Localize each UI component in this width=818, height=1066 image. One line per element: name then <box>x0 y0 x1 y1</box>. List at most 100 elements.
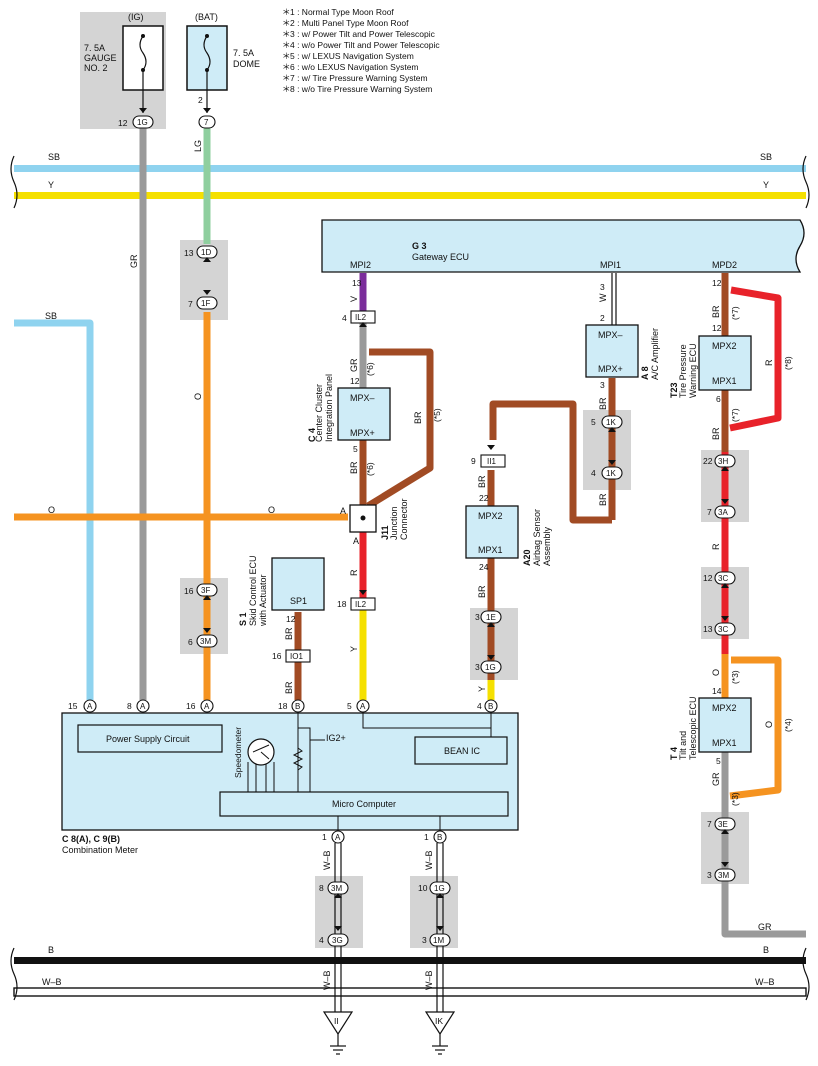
note-6: 6 : w/o LEXUS Navigation System <box>290 62 419 72</box>
pin-number: 15 <box>68 701 78 711</box>
component-code: A20 <box>522 549 532 566</box>
wire-label: Y <box>477 686 487 692</box>
meter-code: C 8(A), C 9(B) <box>62 834 120 844</box>
gateway-code: G 3 <box>412 241 427 251</box>
pin-number: 6 <box>716 394 721 404</box>
pin-label: A <box>353 536 359 546</box>
fuse-dome: (BAT) 7. 5A DOME 2 <box>186 12 260 113</box>
note-mark: ＊ <box>282 40 291 50</box>
wire-label: GR <box>711 772 721 786</box>
connector-label: 3H <box>718 457 728 466</box>
wire-gr-tilt <box>721 752 806 938</box>
wire-label: GR <box>349 358 359 372</box>
connector-label: 3A <box>718 508 728 517</box>
note-5: 5 : w/ LEXUS Navigation System <box>290 51 414 61</box>
wire-label: W <box>598 293 608 302</box>
note-mark: ＊ <box>282 73 291 83</box>
wire-label: R <box>764 359 774 366</box>
ground-left: II <box>322 1011 354 1055</box>
connector-label: B <box>437 833 442 842</box>
connector-label: 1E <box>486 613 496 622</box>
condition-label: (*3) <box>730 792 740 806</box>
connectors: 1G 12 7 1D 13 1F 7 3F 16 3M 6 IL2 4 IL2 … <box>118 115 736 947</box>
b-bus <box>14 957 806 964</box>
pin-label: MPX+ <box>350 428 375 438</box>
pin-number: 5 <box>353 444 358 454</box>
pin-label: A <box>340 506 346 516</box>
note-mark: ＊ <box>282 18 291 28</box>
pin-number: 5 <box>716 756 721 766</box>
bus-label-y-left: Y <box>48 180 54 190</box>
connector-label: A <box>360 702 366 711</box>
bus-label-b-right: B <box>763 945 769 955</box>
bean-ic-label: BEAN IC <box>444 746 481 756</box>
connector-label: 3G <box>332 936 343 945</box>
ground-icon <box>424 1011 456 1036</box>
pin-number: 18 <box>337 599 347 609</box>
bus-label-b-left: B <box>48 945 54 955</box>
wire-label: BR <box>349 461 359 474</box>
pin-number: 12 <box>350 376 360 386</box>
wire-label: GR <box>129 254 139 268</box>
connector-label: 3M <box>718 871 729 880</box>
wire-label: O <box>711 669 721 676</box>
connector-label: 3F <box>201 586 210 595</box>
condition-label: (*6) <box>365 362 375 376</box>
fuse-dome-name: DOME <box>233 59 260 69</box>
pin-label: MPX1 <box>478 545 503 555</box>
junction-connector: A A <box>340 504 377 546</box>
component-name: Junction <box>389 506 399 540</box>
wire-label: O <box>193 393 203 400</box>
note-mark: ＊ <box>282 62 291 72</box>
wire-br-loop <box>489 400 612 524</box>
rotated-labels: GR LG O V GR (*6) BR (*5) BR (*6) R Y W … <box>129 140 793 990</box>
ground-label: II <box>334 1016 339 1026</box>
pin-number: 12 <box>286 614 296 624</box>
pin-label: MPX2 <box>712 703 737 713</box>
connector-label: IL2 <box>355 313 367 322</box>
speedometer-label: Speedometer <box>233 727 243 778</box>
pin-number: 22 <box>703 456 713 466</box>
wire-label: W–B <box>424 970 434 990</box>
fuse-icon <box>203 35 211 71</box>
y-bus <box>14 192 806 199</box>
note-mark: ＊ <box>282 7 291 17</box>
component-code: C 4 <box>307 428 317 442</box>
component-name: Telescopic ECU <box>688 696 698 760</box>
connector-label: IO1 <box>290 652 303 661</box>
notes-legend: ＊ 1 : Normal Type Moon Roof ＊ 2 : Multi … <box>282 7 440 94</box>
connector-label: 3C <box>718 574 728 583</box>
connector-label: B <box>488 702 493 711</box>
gateway-pin-mpi1: MPI1 <box>600 260 621 270</box>
pin-number: 3 <box>475 662 480 672</box>
component-code: A 8 <box>640 366 650 380</box>
pin-number: 14 <box>712 686 722 696</box>
skid-control-ecu: SP1 <box>271 557 325 611</box>
note-2: 2 : Multi Panel Type Moon Roof <box>290 18 409 28</box>
connector-label: 1G <box>137 118 148 127</box>
note-mark: ＊ <box>282 29 291 39</box>
pin-number: 7 <box>707 819 712 829</box>
pin-label: SP1 <box>290 596 307 606</box>
gateway-pin-mpi2: MPI2 <box>350 260 371 270</box>
wire-label: V <box>349 296 359 302</box>
pin-number: 7 <box>188 299 193 309</box>
connector-label: A <box>204 702 210 711</box>
connector-label: 1G <box>485 663 496 672</box>
wire-br-bypass <box>366 348 434 509</box>
condition-label: (*7) <box>730 306 740 320</box>
pin-number: 24 <box>479 562 489 572</box>
wire-label: GR <box>758 922 772 932</box>
bus-label-y-right: Y <box>763 180 769 190</box>
wire-label: R <box>711 543 721 550</box>
wire-label: O <box>268 505 275 515</box>
pin-number: 1 <box>424 832 429 842</box>
ground-label: IK <box>435 1016 443 1026</box>
connector-label: 1K <box>606 418 616 427</box>
pin-number: 12 <box>712 323 722 333</box>
wire-label: W–B <box>322 850 332 870</box>
pin-number: 2 <box>600 313 605 323</box>
pin-number: 3 <box>600 282 605 292</box>
wire-label: W–B <box>322 970 332 990</box>
pin-number: 13 <box>352 278 362 288</box>
